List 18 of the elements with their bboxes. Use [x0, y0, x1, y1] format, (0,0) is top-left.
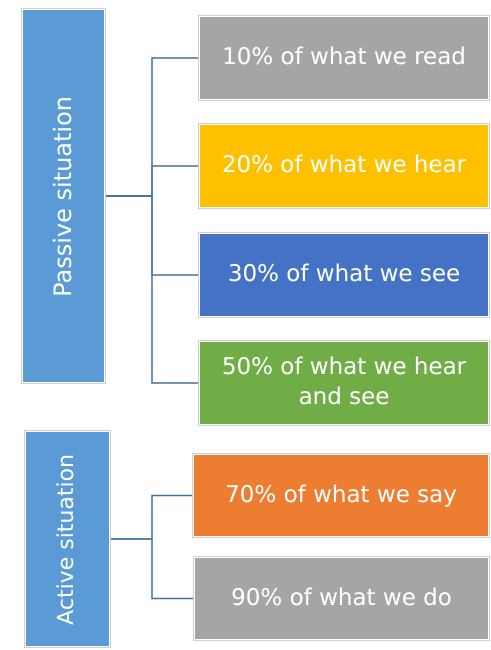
statement-text: 30% of what we see — [226, 260, 462, 290]
category-box — [21, 8, 106, 384]
statement-text: 90% of what we do — [230, 584, 453, 613]
category-label: Active situation — [53, 454, 80, 624]
category-box — [24, 430, 111, 648]
connector-line — [106, 195, 198, 384]
statement-text: 50% of what we hear and see — [220, 353, 468, 412]
statement-box — [193, 556, 490, 641]
statement-box — [198, 15, 490, 101]
statement-box — [198, 232, 490, 318]
category-label: Passive situation — [48, 96, 78, 296]
connector-line — [111, 538, 193, 600]
statement-box — [198, 340, 490, 426]
statement-text: 20% of what we hear — [220, 151, 468, 180]
statement-box — [192, 453, 490, 538]
statement-box — [198, 123, 490, 209]
statement-text: 70% of what we say — [224, 480, 458, 510]
statement-text: 10% of what we read — [221, 43, 467, 72]
